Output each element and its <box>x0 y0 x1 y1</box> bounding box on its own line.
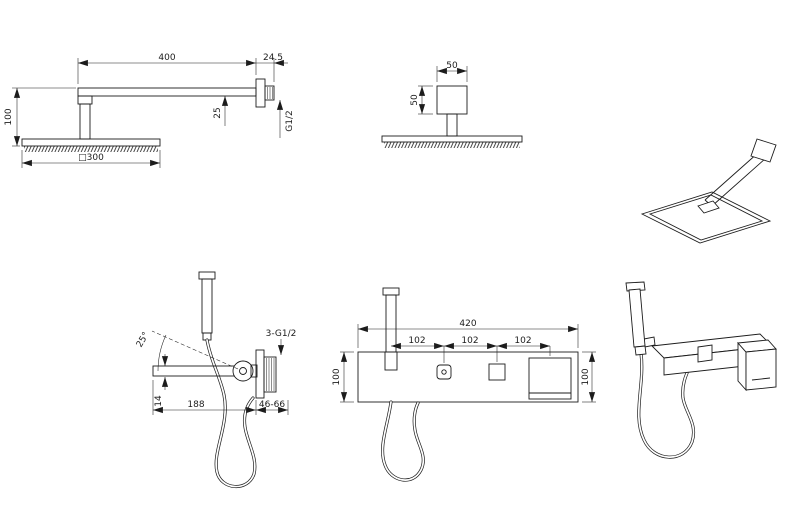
hand-shower-head-front <box>382 287 400 296</box>
hand-shower-wand-3d <box>628 288 646 348</box>
wall-flange <box>255 78 266 108</box>
dim-lever-length: 188 <box>152 380 257 415</box>
control-handle <box>488 363 506 381</box>
spout-front-3d <box>745 348 777 391</box>
dim-thread-label: G1/2 <box>285 110 295 131</box>
handle-3d <box>697 344 713 363</box>
hand-shower-wand-front <box>385 294 397 353</box>
dim-head-size: □300 <box>21 150 161 168</box>
arm-nut <box>77 95 93 105</box>
head-inner-3d <box>648 194 764 241</box>
lever-hub <box>232 360 254 382</box>
head-stem <box>446 113 458 137</box>
dim-flange-depth-label: 24.5 <box>263 53 283 63</box>
dim-arm-thickness: 25 <box>213 96 229 126</box>
hand-shower-wand <box>201 278 213 334</box>
dim-drop-height: 100 <box>4 87 76 147</box>
dim-flange-depth: 24.5 <box>256 53 288 82</box>
dim-panel-height-right-label: 100 <box>581 368 591 385</box>
head-outline-3d <box>640 191 772 244</box>
dim-lever-angle-label: 25° <box>135 331 152 350</box>
head-connector-3d <box>697 200 720 214</box>
hand-shower-shapes <box>198 271 216 341</box>
shower-head-nozzles-front <box>384 142 520 148</box>
dim-connections: 3-G1/2 <box>266 329 297 355</box>
view-panel-front: 420 102 102 102 100 100 <box>332 287 596 482</box>
hand-shower-head <box>198 271 216 280</box>
shower-front-shapes <box>381 85 523 148</box>
dim-mounting-depth-label: 46-66 <box>259 400 285 410</box>
dim-union-height: 50 <box>410 85 433 115</box>
dim-panel-width-label: 420 <box>459 319 476 329</box>
wand-bracket-3d <box>643 336 656 348</box>
valve-body <box>263 356 277 393</box>
lever-handle <box>152 365 241 377</box>
dim-drop-height-label: 100 <box>4 108 14 125</box>
shower-arm <box>77 87 257 97</box>
dim-union-height-label: 50 <box>410 94 420 106</box>
dim-pitch-2-label: 102 <box>461 336 478 346</box>
dim-panel-height-left-label: 100 <box>332 368 342 385</box>
view-mixer-side: 25° 3-G1/2 14 188 46-66 <box>135 271 297 489</box>
dim-thread: G1/2 <box>276 100 295 138</box>
wall-union-block <box>436 85 468 115</box>
view-panel-3d <box>625 281 777 459</box>
dim-union-width-label: 50 <box>446 61 458 71</box>
shower-head-nozzles <box>24 146 158 152</box>
dim-lever-length-label: 188 <box>187 400 204 410</box>
mixer-panel <box>357 351 579 403</box>
shower-head-plate <box>21 138 161 147</box>
dim-arm-length: 400 <box>77 53 257 84</box>
dim-lever-height-label: 14 <box>154 395 164 407</box>
dim-connections-label: 3-G1/2 <box>266 329 297 339</box>
shower-head-shapes <box>21 78 275 152</box>
dim-arm-length-label: 400 <box>158 53 175 63</box>
wand-holder <box>384 351 398 371</box>
valve-shapes <box>152 349 277 399</box>
diverter-knob <box>436 364 452 380</box>
wall-pipe-stub <box>264 85 275 101</box>
hose-nut-3d <box>634 345 647 356</box>
wall-flange-3d <box>750 138 777 163</box>
shower-head-edge <box>381 135 523 143</box>
dim-union-width: 50 <box>436 61 468 82</box>
arm-head-connector <box>79 103 91 140</box>
dim-lever-angle: 25° <box>135 331 239 372</box>
view-rain-shower-3d <box>640 138 777 244</box>
panel-shapes <box>357 287 579 403</box>
dim-pitch-3-label: 102 <box>514 336 531 346</box>
dim-panel-width: 420 <box>357 319 579 348</box>
dim-panel-height-right: 100 <box>581 351 596 403</box>
dim-pitch-1-label: 102 <box>408 336 425 346</box>
dim-lever-height: 14 <box>154 354 169 407</box>
dim-panel-height-left: 100 <box>332 351 354 403</box>
view-rain-shower-side: 400 24.5 100 25 G1/2 □300 <box>4 53 295 168</box>
dim-head-size-label: □300 <box>78 153 104 163</box>
dim-pitch-chain: 102 102 102 <box>391 336 551 363</box>
dim-mounting-depth: 46-66 <box>256 400 289 415</box>
view-rain-shower-front: 50 50 <box>381 61 523 148</box>
dim-arm-thickness-label: 25 <box>213 107 223 118</box>
spout-block <box>528 357 572 400</box>
